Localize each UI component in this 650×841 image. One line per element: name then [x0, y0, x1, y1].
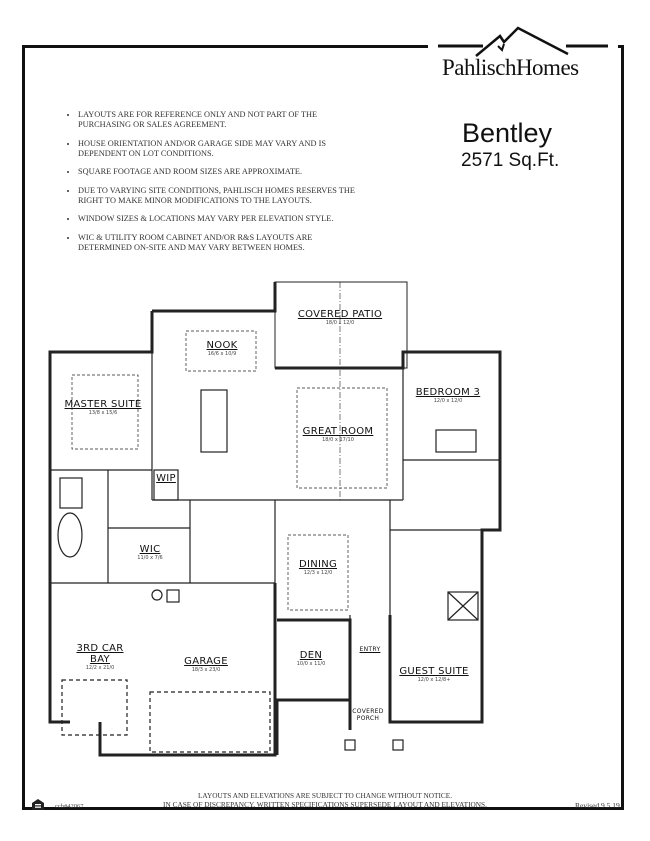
plan-name: Bentley — [462, 118, 553, 148]
room-size: 12/3 x 12/0 — [303, 570, 333, 576]
room-size: 18/0 x 12/0 — [325, 320, 355, 326]
interior-walls — [50, 281, 500, 753]
room-wip: WIP — [156, 473, 176, 484]
plan-square-footage: 2571 Sq.Ft. — [461, 150, 560, 171]
room-size: 10/0 x 11/0 — [296, 661, 326, 667]
room-size: 18/0 x 17/10 — [322, 437, 354, 443]
page-border — [22, 45, 624, 810]
room-name: DINING — [298, 559, 338, 570]
room-name: WIC — [139, 544, 161, 555]
footer-line-2: IN CASE OF DISCREPANCY, WRITTEN SPECIFIC… — [163, 800, 487, 809]
border-gap — [428, 40, 618, 52]
room-name: MASTER SUITE — [64, 399, 142, 410]
room-name: WIP — [156, 473, 176, 484]
room-name: 3RD CAR BAY — [76, 643, 124, 665]
room-name: GREAT ROOM — [302, 426, 374, 437]
note-item: WIC & UTILITY ROOM CABINET AND/OR R&S LA… — [78, 233, 368, 253]
room-size: 13/8 x 15/6 — [88, 410, 118, 416]
room-size: 12/2 x 21/0 — [85, 665, 115, 671]
room-name: GARAGE — [184, 656, 228, 667]
room-size: 16/6 x 10/9 — [207, 351, 237, 357]
brand-logo-text: PahlischHomes — [442, 55, 579, 80]
note-item: HOUSE ORIENTATION AND/OR GARAGE SIDE MAY… — [78, 139, 368, 159]
mountain-peaks-icon — [438, 26, 608, 57]
note-item: WINDOW SIZES & LOCATIONS MAY VARY PER EL… — [78, 214, 368, 224]
room-size: 12/0 x 12/0 — [433, 398, 463, 404]
note-item: SQUARE FOOTAGE AND ROOM SIZES ARE APPROX… — [78, 167, 368, 177]
footer-line-1: LAYOUTS AND ELEVATIONS ARE SUBJECT TO CH… — [197, 791, 453, 800]
license-number: ccb#42067 — [55, 803, 84, 810]
room-name: GUEST SUITE — [399, 666, 469, 677]
note-item: LAYOUTS ARE FOR REFERENCE ONLY AND NOT P… — [78, 110, 368, 130]
equal-housing-icon — [32, 799, 44, 810]
revision-date: Revised 9.5.19 — [575, 801, 620, 810]
room-entry: ENTRY — [360, 646, 381, 653]
note-item: DUE TO VARYING SITE CONDITIONS, PAHLISCH… — [78, 186, 368, 206]
room-name: NOOK — [206, 340, 238, 351]
room-size: 18/3 x 23/0 — [191, 667, 221, 673]
room-name: DEN — [299, 650, 323, 661]
room-name: COVERED PORCH — [352, 708, 384, 722]
room-name: ENTRY — [359, 646, 381, 653]
room-covered-porch: COVERED PORCH — [348, 708, 388, 722]
disclaimer-notes: LAYOUTS ARE FOR REFERENCE ONLY AND NOT P… — [58, 110, 368, 261]
room-name: BEDROOM 3 — [415, 387, 481, 398]
room-name: COVERED PATIO — [297, 309, 383, 320]
exterior-walls — [48, 282, 502, 757]
room-size: 11/0 x 7/6 — [137, 555, 163, 561]
room-size: 12/0 x 12/8+ — [417, 677, 451, 683]
